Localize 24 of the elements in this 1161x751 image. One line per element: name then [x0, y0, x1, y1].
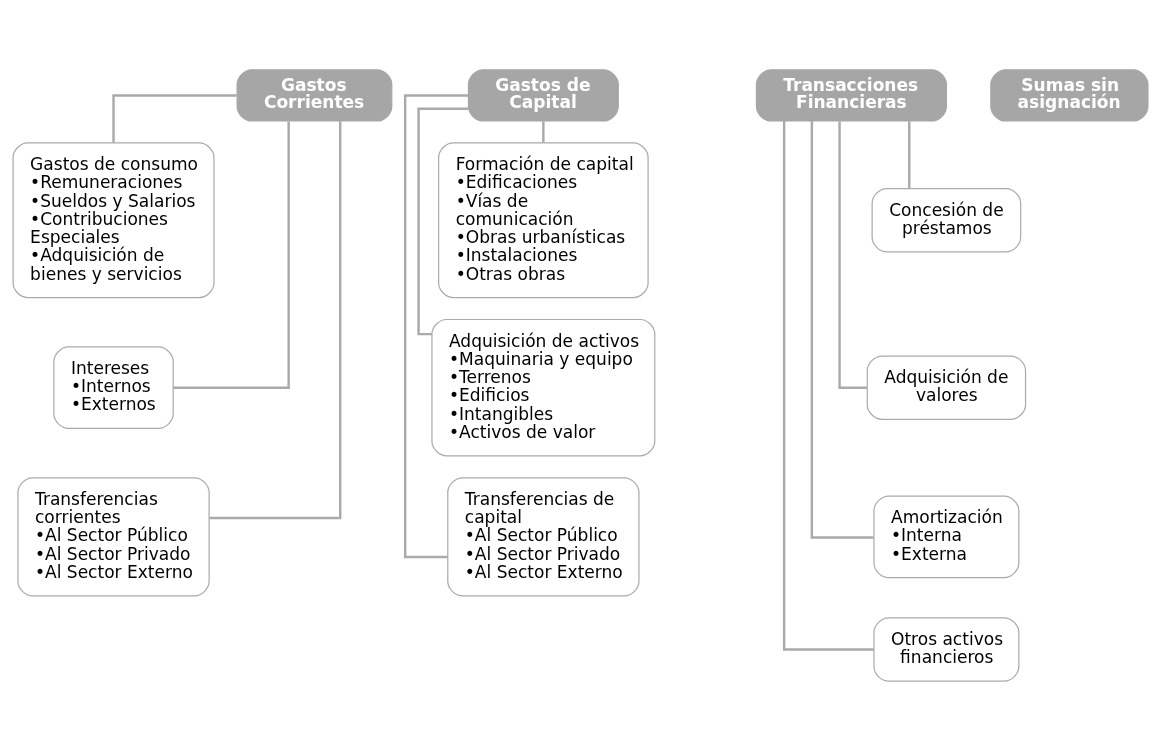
node-box: Formación de capital •Edificaciones •Vías de comunicación •Obras urbanísticas •Instalaciones •Otras obras [438, 142, 649, 299]
connector [810, 121, 874, 539]
node-box: Amortización •Interna •Externa [873, 495, 1020, 579]
node-box: Otros activos financieros [873, 617, 1020, 682]
connector [173, 121, 290, 389]
node-box: Adquisición de valores [866, 355, 1027, 420]
node-box: Gastos de Capital [467, 69, 619, 122]
node-box: Transferencias de capital •Al Sector Público •Al Sector Privado •Al Sector Externo [447, 477, 640, 597]
connector [112, 94, 237, 143]
connector [908, 121, 911, 189]
node-box: Intereses •Internos •Externos [53, 346, 174, 430]
node-box: Transferencias corrientes •Al Sector Público •Al Sector Privado •Al Sector Externo [17, 477, 210, 597]
connector [417, 107, 469, 336]
connector [838, 121, 868, 389]
connector [209, 121, 342, 520]
node-box: Sumas sin asignación [990, 69, 1149, 122]
node-box: Transacciones Financieras [755, 69, 947, 122]
connector [403, 94, 469, 559]
node-box: Concesión de préstamos [871, 188, 1022, 253]
node-box: Gastos de consumo •Remuneraciones •Sueldos y Salarios •Contribuciones Especiales •Adquisición de bienes y servicios [12, 142, 215, 299]
connector [542, 121, 545, 143]
node-box: Gastos Corrientes [236, 69, 393, 122]
node-box: Adquisición de activos •Maquinaria y equipo •Terrenos •Edificios •Intangibles •Activos de valor [431, 318, 656, 457]
connector [782, 121, 874, 651]
